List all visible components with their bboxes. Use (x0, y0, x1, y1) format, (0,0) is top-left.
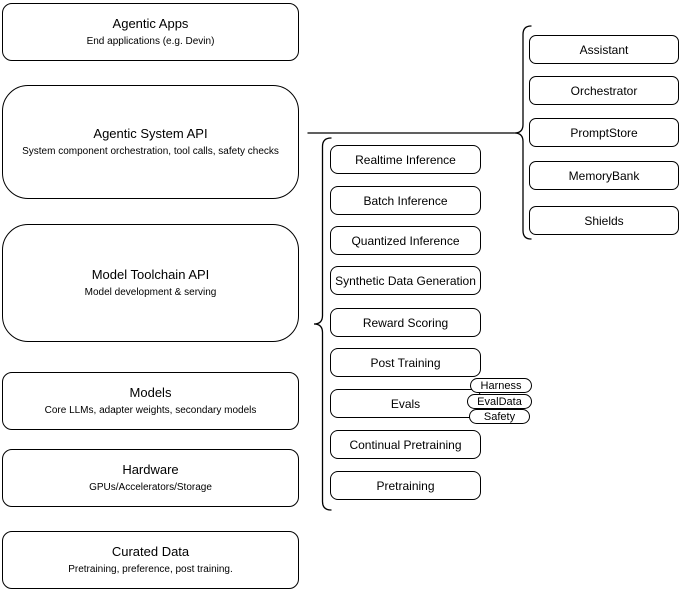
system-item-promptstore: PromptStore (529, 118, 679, 147)
toolchain-item-synthetic-data-generation: Synthetic Data Generation (330, 266, 481, 295)
node-subtitle: Core LLMs, adapter weights, secondary mo… (44, 405, 257, 416)
node-title: Hardware (122, 462, 179, 477)
node-curated-data: Curated Data Pretraining, preference, po… (2, 531, 299, 589)
toolchain-item-batch-inference: Batch Inference (330, 186, 481, 215)
system-item-memorybank: MemoryBank (529, 161, 679, 190)
eval-tag-evaldata: EvalData (467, 394, 532, 409)
toolchain-item-post-training: Post Training (330, 348, 481, 377)
system-item-shields: Shields (529, 206, 679, 235)
toolchain-item-reward-scoring: Reward Scoring (330, 308, 481, 337)
node-subtitle: GPUs/Accelerators/Storage (89, 482, 212, 493)
system-components-brace (514, 25, 532, 240)
eval-tag-harness: Harness (470, 378, 532, 393)
node-title: Models (129, 385, 172, 400)
model-toolchain-brace (313, 137, 332, 511)
node-title: Agentic Apps (112, 16, 189, 31)
node-models: Models Core LLMs, adapter weights, secon… (2, 372, 299, 430)
system-item-orchestrator: Orchestrator (529, 76, 679, 105)
node-subtitle: System component orchestration, tool cal… (22, 146, 279, 157)
toolchain-item-evals: Evals (330, 389, 481, 418)
node-title: Curated Data (111, 544, 190, 559)
node-hardware: Hardware GPUs/Accelerators/Storage (2, 449, 299, 507)
node-title: Model Toolchain API (91, 267, 210, 282)
toolchain-item-quantized-inference: Quantized Inference (330, 226, 481, 255)
node-agentic-system-api: Agentic System API System component orch… (2, 85, 299, 199)
node-subtitle: Pretraining, preference, post training. (68, 564, 233, 575)
node-subtitle: End applications (e.g. Devin) (86, 36, 215, 47)
node-subtitle: Model development & serving (84, 287, 217, 298)
eval-tag-safety: Safety (469, 409, 530, 424)
toolchain-item-realtime-inference: Realtime Inference (330, 145, 481, 174)
node-title: Agentic System API (93, 126, 208, 141)
node-agentic-apps: Agentic Apps End applications (e.g. Devi… (2, 3, 299, 61)
toolchain-item-pretraining: Pretraining (330, 471, 481, 500)
system-item-assistant: Assistant (529, 35, 679, 64)
toolchain-item-continual-pretraining: Continual Pretraining (330, 430, 481, 459)
node-model-toolchain-api: Model Toolchain API Model development & … (2, 224, 299, 342)
